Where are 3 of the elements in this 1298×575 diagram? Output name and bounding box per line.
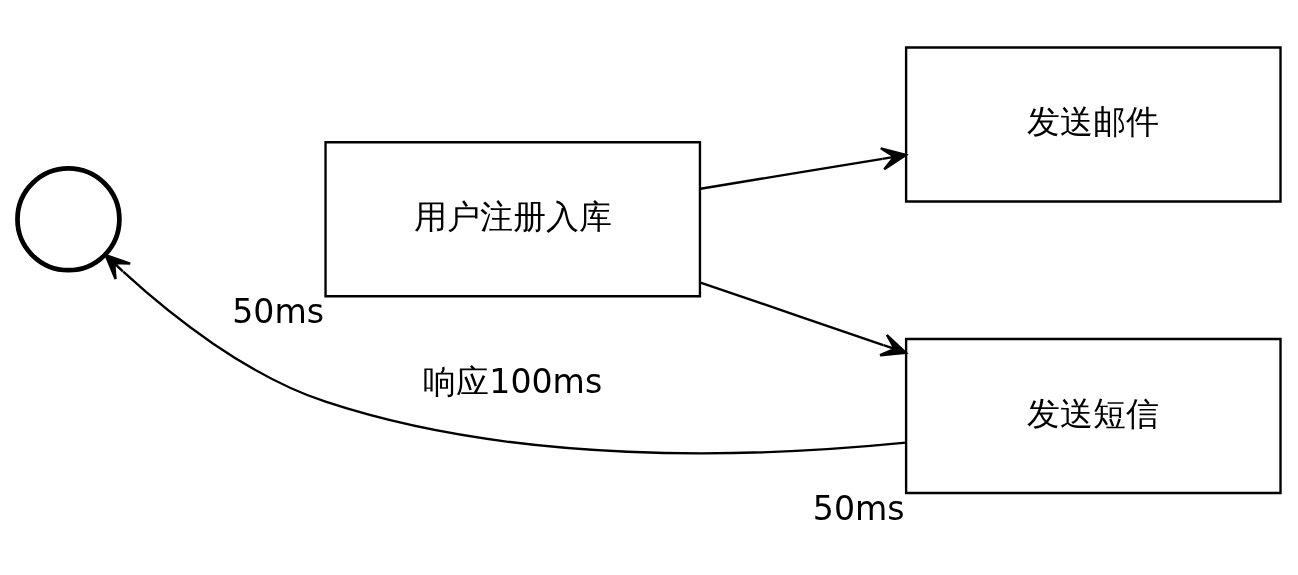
node-label: 50ms (232, 291, 325, 331)
node-label: 50ms (812, 488, 905, 528)
edge-label: 响应100ms (423, 361, 603, 401)
